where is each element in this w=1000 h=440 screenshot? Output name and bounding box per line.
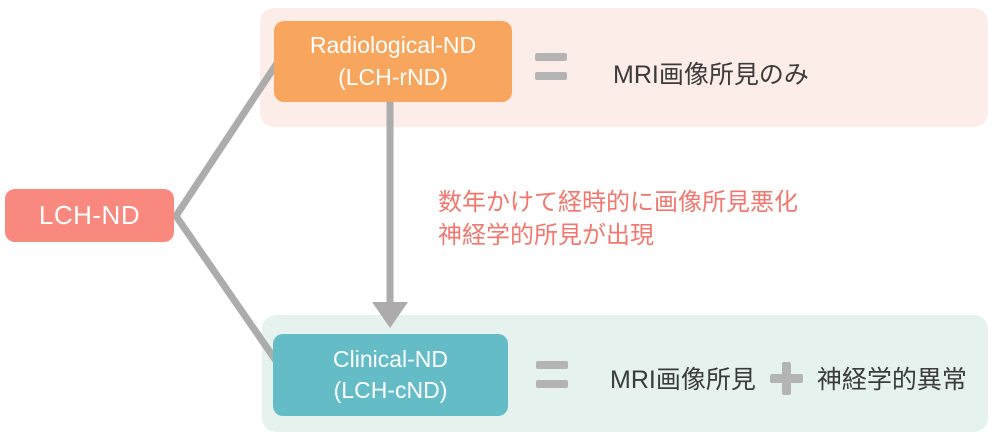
clinical-definition-text-left: MRI画像所見 [610, 366, 756, 394]
node-clinical-nd: Clinical-ND (LCH-cND) [273, 334, 508, 416]
node-radiological-nd: Radiological-ND (LCH-rND) [274, 21, 512, 102]
radiological-definition-text: MRI画像所見のみ [613, 61, 809, 89]
equals-icon [535, 53, 567, 80]
node-lch-nd-label: LCH-ND [38, 200, 141, 230]
equals-bar-top [536, 361, 568, 369]
progression-arrow-head [372, 302, 408, 328]
transition-note-line2: 神経学的所見が出現 [438, 222, 654, 249]
equals-bar-top [535, 53, 567, 61]
equals-bar-bottom [535, 72, 567, 80]
node-clinical-subtitle: (LCH-cND) [333, 377, 448, 403]
transition-note: 数年かけて経時的に画像所見悪化 神経学的所見が出現 [438, 186, 798, 252]
node-clinical-title: Clinical-ND [332, 345, 448, 372]
transition-note-line1: 数年かけて経時的に画像所見悪化 [438, 189, 798, 216]
clinical-definition-text-right: 神経学的異常 [816, 366, 967, 394]
node-radiological-subtitle: (LCH-rND) [338, 63, 448, 90]
plus-icon [769, 361, 803, 395]
node-lch-nd: LCH-ND [5, 189, 174, 242]
equals-icon [536, 361, 568, 388]
equals-bar-bottom [536, 380, 568, 388]
branch-connector-line [171, 55, 284, 370]
node-radiological-title: Radiological-ND [309, 32, 477, 59]
clinical-definition-row: MRI画像所見 神経学的異常 [610, 360, 967, 396]
